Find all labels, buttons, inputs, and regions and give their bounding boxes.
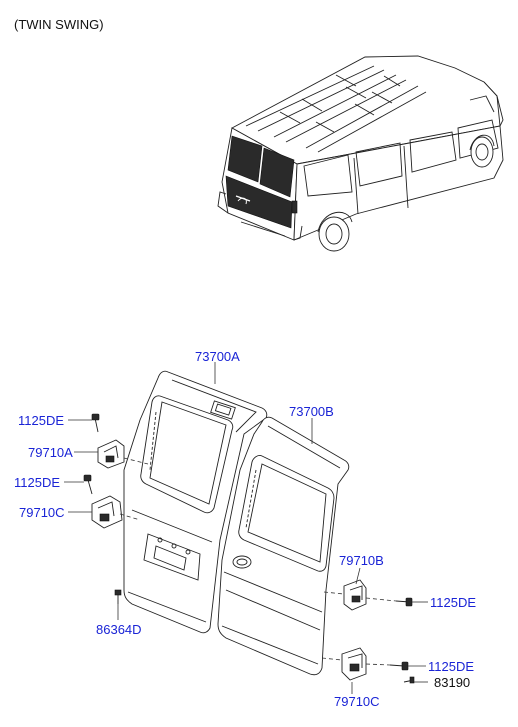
leader-lines	[64, 362, 428, 694]
part-label-1125DE-lower-left[interactable]: 1125DE	[14, 475, 61, 490]
part-label-1125DE-lower-right[interactable]: 1125DE	[428, 659, 475, 674]
part-label-79710B[interactable]: 79710B	[339, 553, 384, 568]
part-label-73700B[interactable]: 73700B	[289, 404, 334, 419]
door-left-73700A	[123, 370, 268, 634]
pin-83190	[403, 676, 415, 684]
bolt-lower-right	[389, 661, 409, 671]
hinge-lower-left-79710C	[91, 495, 123, 529]
bolt-lower-left	[83, 474, 93, 495]
part-label-86364D[interactable]: 86364D	[96, 622, 142, 637]
bolt-upper-left	[91, 413, 100, 433]
door-right-73700B	[217, 416, 350, 676]
part-label-73700A[interactable]: 73700A	[195, 349, 240, 364]
hinge-lower-right-79710C	[341, 647, 367, 681]
part-label-1125DE-upper-left[interactable]: 1125DE	[18, 413, 65, 428]
clip-86364D	[114, 589, 122, 604]
part-label-79710C-left[interactable]: 79710C	[19, 505, 65, 520]
hinge-upper-right-79710B	[343, 579, 367, 611]
part-label-1125DE-upper-right[interactable]: 1125DE	[430, 595, 477, 610]
part-label-83190: 83190	[434, 675, 471, 690]
part-label-79710A[interactable]: 79710A	[28, 445, 73, 460]
hinge-upper-left-79710A	[97, 439, 125, 469]
part-label-79710C-right[interactable]: 79710C	[334, 694, 380, 709]
bolt-upper-right	[395, 597, 413, 607]
diagram-title: (TWIN SWING)	[14, 17, 104, 32]
